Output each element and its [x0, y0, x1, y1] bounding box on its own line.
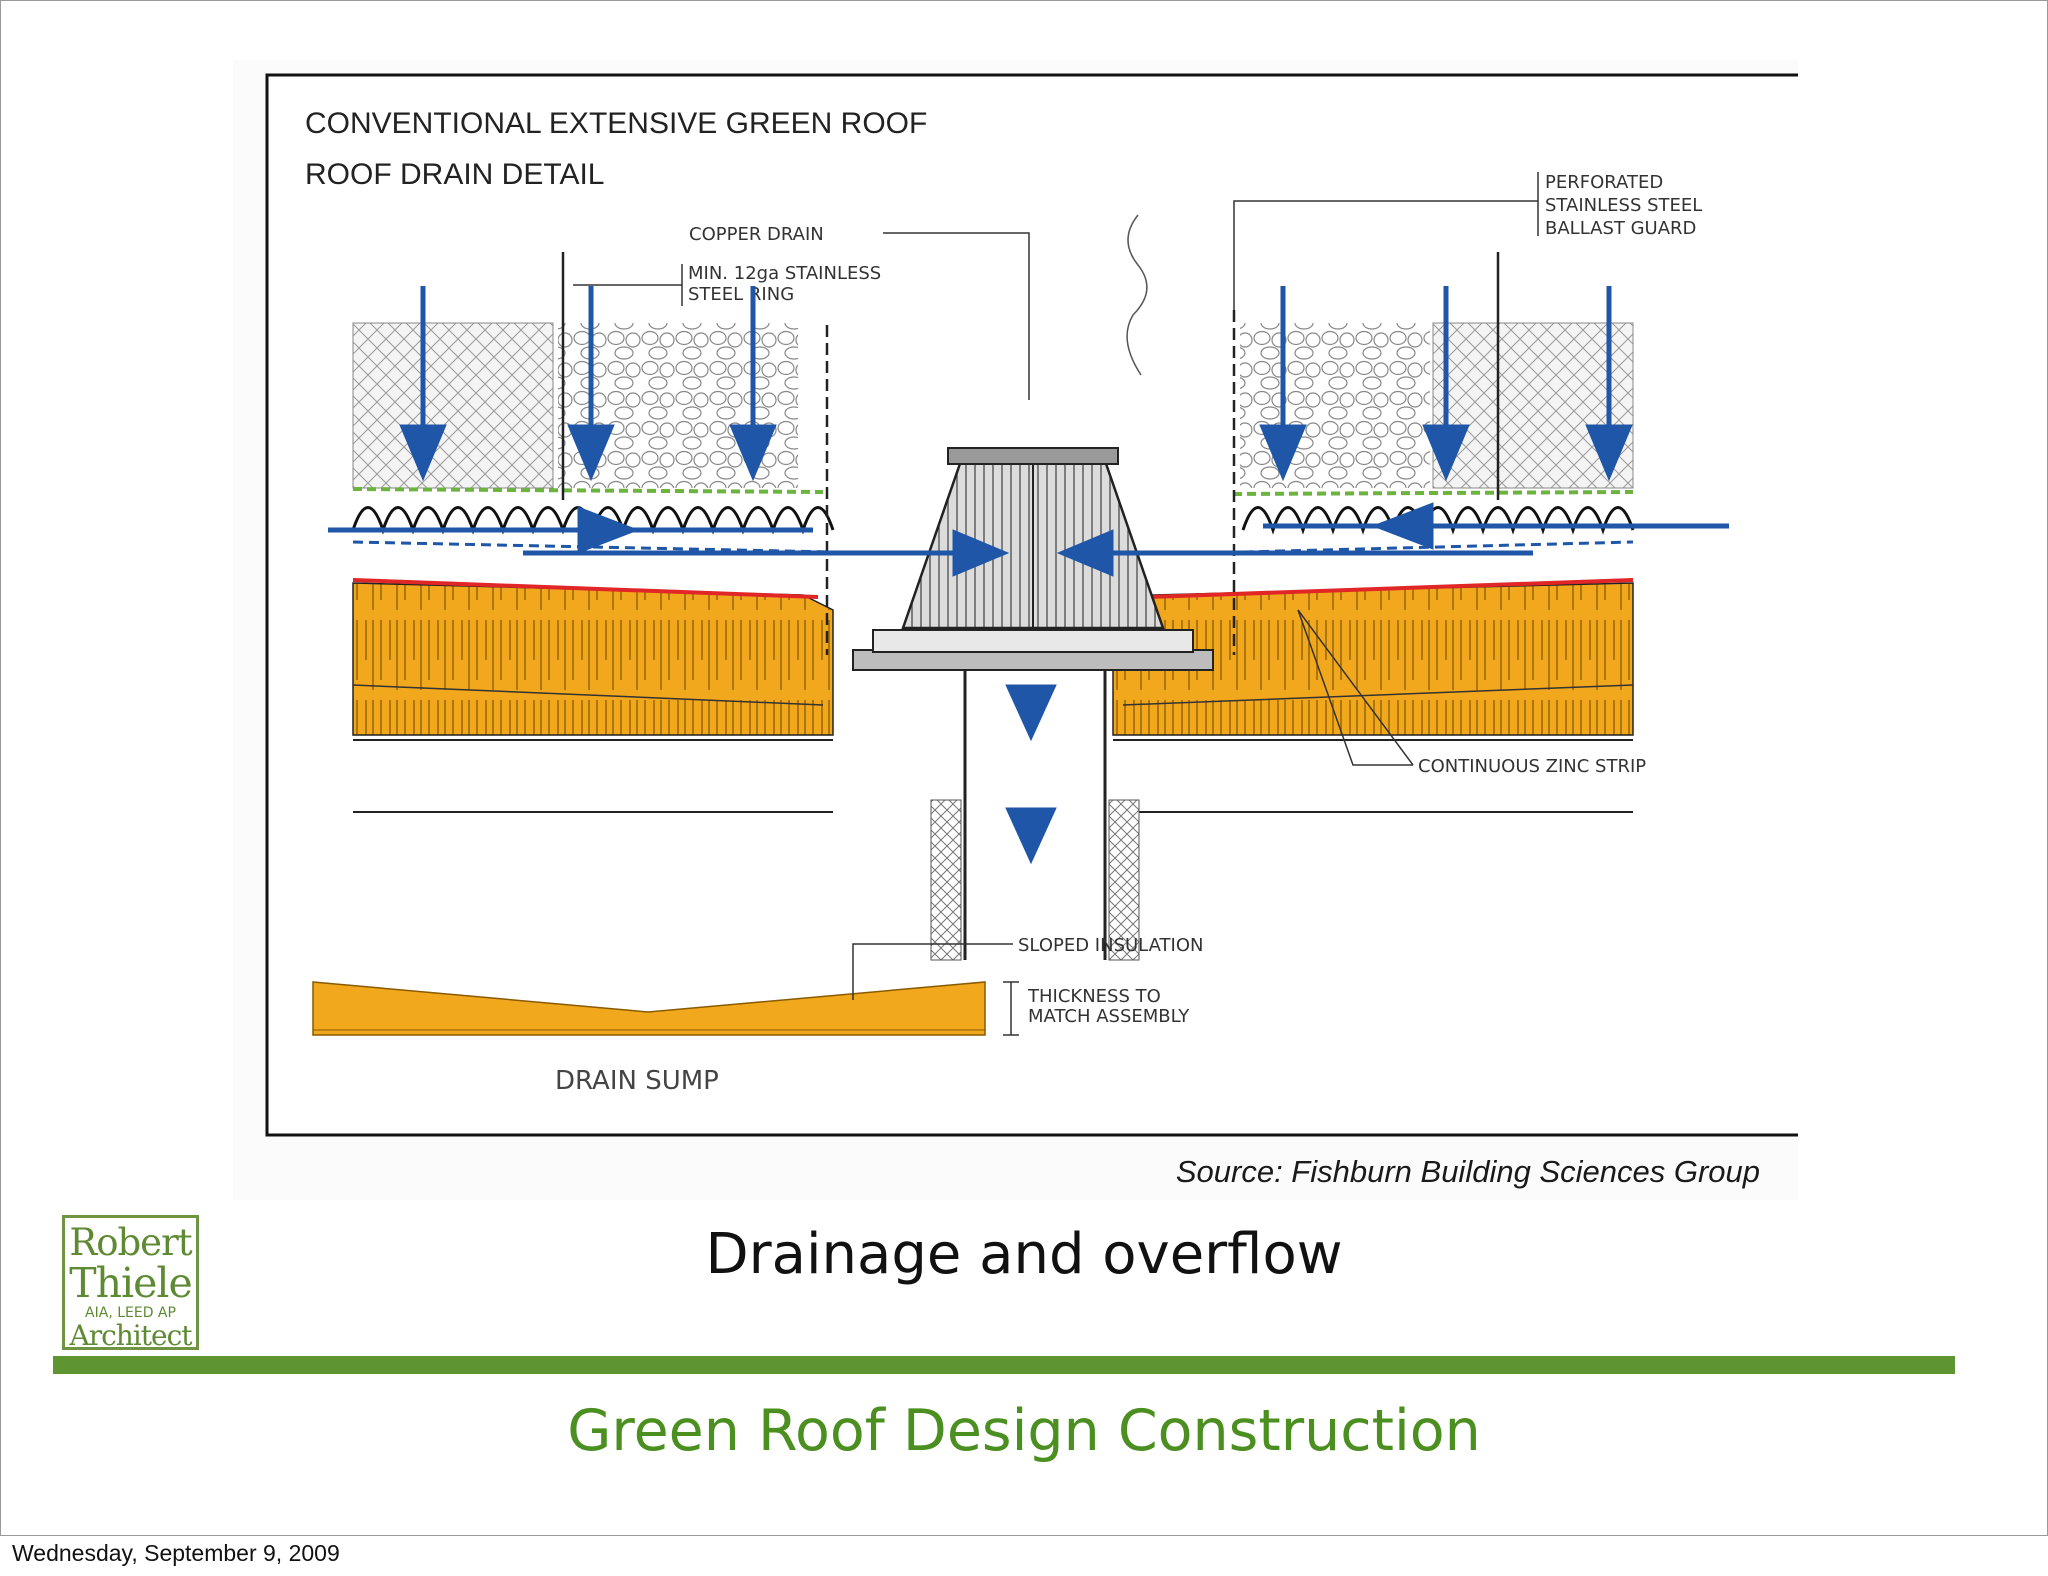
label-thickness-line1: THICKNESS TO: [1027, 986, 1161, 1007]
insulation-left: [352, 582, 834, 736]
ballast-rock-right: [1240, 323, 1430, 488]
diagram-title-line1: CONVENTIONAL EXTENSIVE GREEN ROOF: [305, 107, 927, 140]
label-ring-line2: STEEL RING: [688, 284, 794, 305]
roof-drain-diagram: CONVENTIONAL EXTENSIVE GREEN ROOF ROOF D…: [265, 73, 1798, 1137]
green-divider: [53, 1356, 1955, 1374]
label-guard-line2: STAINLESS STEEL: [1545, 195, 1702, 216]
drain-sump-insulation: [312, 981, 986, 1036]
label-sloped-insulation: SLOPED INSULATION: [1018, 935, 1203, 956]
slide-subtitle: Drainage and overflow: [705, 1222, 1343, 1287]
logo-line2: Thiele: [69, 1259, 193, 1307]
filter-fabric-right: [1232, 490, 1634, 496]
source-credit: Source: Fishburn Building Sciences Group: [1175, 1154, 1760, 1189]
membrane-left: [352, 578, 819, 599]
architect-logo: Robert Thiele AIA, LEED AP Architect: [62, 1215, 199, 1350]
diagram-title-line2: ROOF DRAIN DETAIL: [305, 158, 604, 191]
label-zinc-strip: CONTINUOUS ZINC STRIP: [1418, 756, 1646, 777]
label-guard-line1: PERFORATED: [1545, 172, 1663, 193]
footer-title: Green Roof Design Construction: [567, 1398, 1481, 1464]
membrane-right: [1147, 578, 1634, 599]
growing-medium-left: [352, 322, 554, 489]
growing-medium-right: [1432, 322, 1634, 489]
flow-arrows: [328, 286, 1729, 865]
logo-line1: Robert: [69, 1221, 192, 1264]
logo-line4: Architect: [69, 1319, 192, 1352]
drain-pipe-insulation-right: [1108, 799, 1140, 961]
label-drain-sump: DRAIN SUMP: [555, 1066, 719, 1096]
label-thickness-line2: MATCH ASSEMBLY: [1028, 1006, 1190, 1027]
label-copper-drain: COPPER DRAIN: [689, 224, 824, 245]
drain-pipe-insulation-left: [930, 799, 962, 961]
label-ring-line1: MIN. 12ga STAINLESS: [688, 263, 881, 284]
filter-fabric-left: [352, 487, 824, 494]
drainage-mat-right: [1241, 506, 1635, 535]
logo-line3: AIA, LEED AP: [85, 1305, 176, 1321]
date-stamp: Wednesday, September 9, 2009: [12, 1540, 340, 1566]
label-guard-line3: BALLAST GUARD: [1545, 218, 1696, 239]
